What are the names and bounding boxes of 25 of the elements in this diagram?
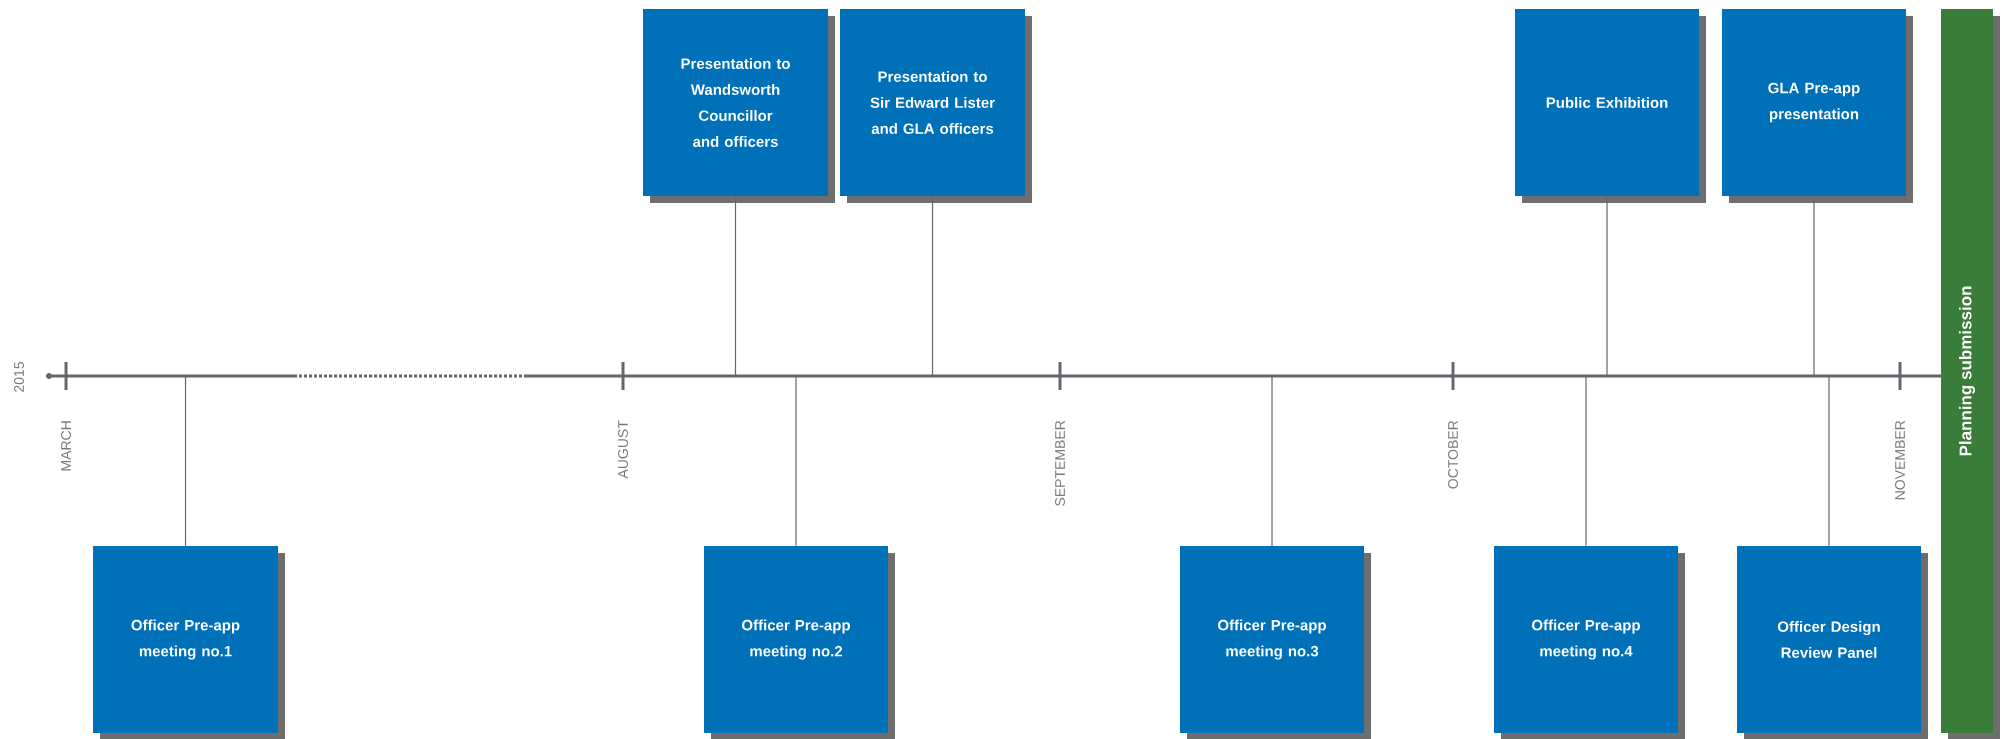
submission-bar: Planning submission — [1941, 9, 2000, 739]
month-label: SEPTEMBER — [1055, 420, 1065, 506]
event-box: Officer Pre-app meeting no.3 — [1180, 546, 1371, 739]
leader-line — [1828, 375, 1830, 547]
leader-line — [795, 375, 797, 547]
leader-line — [1813, 195, 1815, 377]
event-box: GLA Pre-app presentation — [1722, 9, 1913, 203]
leader-line — [734, 195, 737, 377]
leader-line — [931, 195, 934, 377]
month-label: AUGUST — [618, 420, 628, 479]
leader-line — [184, 375, 187, 547]
event-box: Officer Pre-app meeting no.2 — [704, 546, 895, 739]
leader-line — [1606, 195, 1608, 377]
event-box: Officer Pre-app meeting no.1 — [93, 546, 285, 739]
leader-line — [1585, 375, 1587, 547]
event-box: Officer Pre-app meeting no.4 — [1494, 546, 1685, 739]
event-box: Presentation to Sir Edward Lister and GLA officers — [840, 9, 1032, 203]
leader-line — [1271, 375, 1273, 547]
event-box: Officer Design Review Panel — [1737, 546, 1928, 739]
month-label: NOVEMBER — [1895, 420, 1905, 500]
month-label: MARCH — [61, 421, 71, 471]
year-label: 2015 — [14, 362, 24, 392]
month-label: OCTOBER — [1448, 420, 1458, 489]
event-box: Public Exhibition — [1515, 9, 1706, 203]
event-box: Presentation to Wandsworth Councillor and officers — [643, 9, 835, 203]
